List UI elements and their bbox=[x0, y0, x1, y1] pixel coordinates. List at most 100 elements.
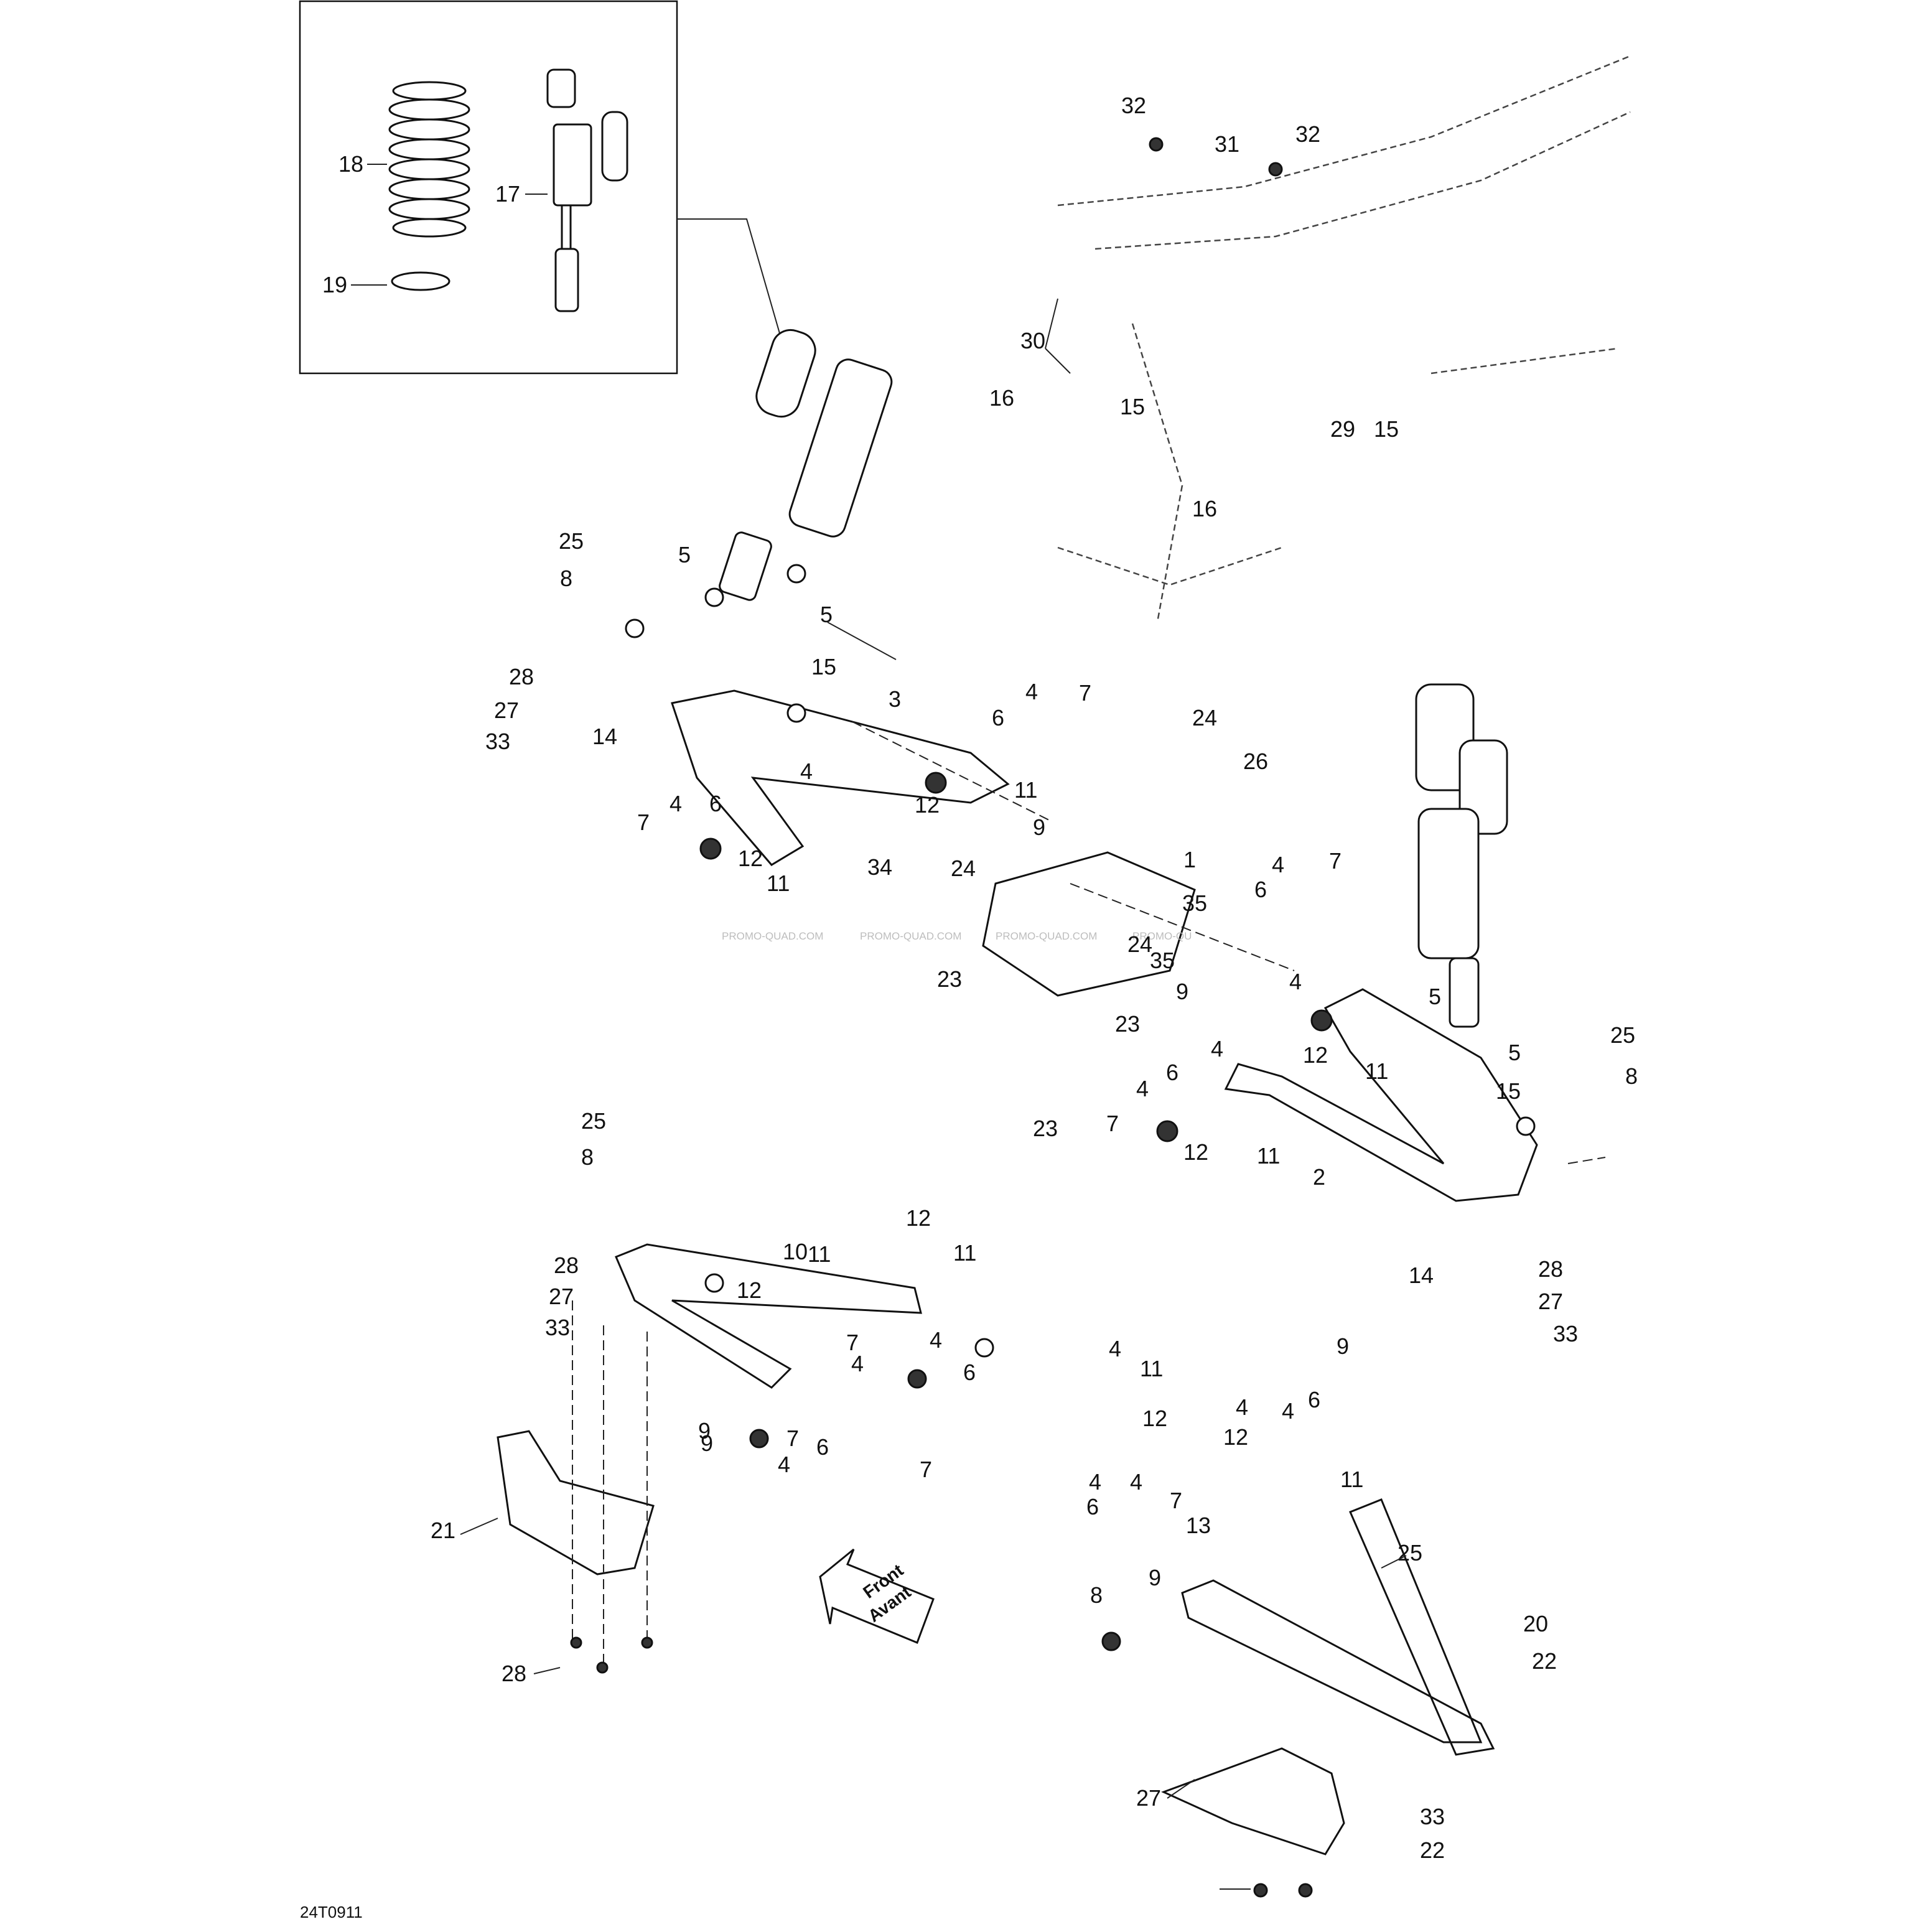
callout-label: 4 bbox=[800, 758, 813, 784]
vehicle-frame bbox=[1057, 55, 1631, 623]
callout-label: 28 bbox=[502, 1661, 526, 1686]
callout-label: 9 bbox=[698, 1418, 711, 1444]
callout-label: 9 bbox=[1149, 1565, 1161, 1590]
callout-label: 7 bbox=[846, 1330, 859, 1355]
callout-label: 29 bbox=[1330, 416, 1355, 442]
callout-label: 28 bbox=[509, 664, 534, 689]
callout-label: 4 bbox=[851, 1351, 864, 1376]
callout-label: 11 bbox=[1365, 1058, 1388, 1084]
callout-label: 12 bbox=[737, 1277, 762, 1303]
callout-label: 16 bbox=[1192, 496, 1217, 521]
callout-label: 6 bbox=[1308, 1387, 1320, 1412]
callout-label: 25 bbox=[581, 1108, 606, 1134]
callout-label: 15 bbox=[1496, 1078, 1521, 1104]
callout-label: 6 bbox=[1086, 1494, 1099, 1519]
callout-label: 6 bbox=[1254, 877, 1267, 902]
callout-label: 4 bbox=[1272, 852, 1284, 877]
spring-seat-part-19 bbox=[391, 271, 450, 291]
rear-left-a-arm-part-10 bbox=[615, 1243, 922, 1389]
callout-label: 4 bbox=[1211, 1036, 1223, 1062]
callout-label: 5 bbox=[1429, 984, 1441, 1009]
callout-label: 28 bbox=[1538, 1256, 1563, 1282]
callout-label: 27 bbox=[549, 1284, 574, 1309]
callout-label: 9 bbox=[1337, 1333, 1349, 1359]
callout-label: 7 bbox=[786, 1426, 799, 1451]
callout-label: 12 bbox=[1303, 1042, 1328, 1068]
callout-label: 7 bbox=[920, 1457, 932, 1482]
callout-label: 31 bbox=[1215, 131, 1239, 157]
callout-label: 23 bbox=[1033, 1116, 1058, 1141]
callout-labels: 18 1 7 19 32 31 32 30 16 15 29 15 16 25 8… bbox=[322, 93, 1638, 1863]
callout-label: 14 bbox=[592, 724, 617, 749]
callout-label: 19 bbox=[322, 272, 347, 297]
callout-label: 4 bbox=[1289, 969, 1302, 994]
callout-label: 6 bbox=[1166, 1060, 1178, 1085]
callout-label: 24 bbox=[1192, 705, 1217, 730]
callout-label: 35 bbox=[1150, 948, 1175, 973]
callout-label: 25 bbox=[1398, 1540, 1422, 1566]
callout-label: 32 bbox=[1295, 121, 1320, 147]
callout-label: 25 bbox=[1610, 1022, 1635, 1048]
callout-label: 24 bbox=[1127, 931, 1152, 957]
callout-label: 32 bbox=[1121, 93, 1146, 118]
callout-label: 30 bbox=[1020, 328, 1045, 353]
callout-label: 6 bbox=[963, 1360, 976, 1385]
hardware-parts bbox=[570, 137, 1536, 1898]
detail-inset-box bbox=[299, 0, 678, 375]
callout-label: 11 bbox=[953, 1240, 976, 1266]
callout-label: 4 bbox=[1025, 679, 1038, 704]
callout-label: 4 bbox=[1136, 1076, 1149, 1101]
callout-label: 15 bbox=[1120, 394, 1145, 419]
callout-label: 11 bbox=[1257, 1143, 1280, 1169]
callout-label: 22 bbox=[1532, 1648, 1557, 1674]
callout-label: 11 bbox=[1014, 777, 1037, 803]
callout-label: 35 bbox=[1182, 890, 1207, 916]
callout-label: 7 bbox=[1170, 1488, 1182, 1513]
callout-label: 14 bbox=[1409, 1262, 1434, 1288]
bracket-part-1 bbox=[982, 851, 1196, 997]
callout-label: 4 bbox=[1109, 1336, 1121, 1361]
figure-reference-code: 24T0911 bbox=[300, 1903, 363, 1921]
callout-label: 6 bbox=[816, 1434, 829, 1460]
callout-label: 27 bbox=[494, 698, 519, 723]
callout-label: 11 bbox=[1140, 1356, 1163, 1381]
callout-label: 9 bbox=[1176, 979, 1188, 1004]
callout-label: 4 bbox=[1130, 1469, 1142, 1495]
callout-label: 15 bbox=[811, 654, 836, 679]
callout-label: 10 bbox=[783, 1239, 808, 1264]
callout-label: 8 bbox=[560, 566, 572, 591]
callout-label: 12 bbox=[1183, 1139, 1208, 1165]
callout-label: 7 bbox=[1079, 680, 1091, 706]
callout-label: 1 bbox=[1183, 847, 1196, 872]
callout-label: 16 bbox=[989, 385, 1014, 411]
front-direction-arrow: Front Avant bbox=[819, 1548, 935, 1644]
callout-label: 5 bbox=[678, 542, 691, 567]
callout-label: 4 bbox=[1089, 1469, 1101, 1495]
callout-label: 33 bbox=[1553, 1321, 1578, 1346]
callout-label: 7 bbox=[1106, 1111, 1119, 1136]
callout-label: 11 bbox=[808, 1241, 831, 1267]
callout-label: 6 bbox=[992, 705, 1004, 730]
callout-label: 6 bbox=[709, 791, 722, 816]
callout-label: 22 bbox=[1420, 1837, 1445, 1863]
callout-label: 27 bbox=[1136, 1785, 1161, 1811]
watermark-1: PROMO-QUAD.COM bbox=[722, 930, 823, 942]
callout-label: 9 bbox=[1033, 814, 1045, 840]
callout-label: 13 bbox=[1186, 1513, 1211, 1538]
watermark-4: PROMO-QU bbox=[1132, 930, 1192, 942]
callout-label: 9 bbox=[701, 1430, 713, 1456]
callout-label: 11 bbox=[1340, 1467, 1363, 1492]
callout-label: 4 bbox=[1236, 1394, 1248, 1420]
callout-label: 18 bbox=[338, 151, 363, 177]
callout-label: 26 bbox=[1243, 749, 1268, 774]
callout-label: 34 bbox=[867, 854, 892, 880]
callout-label: 12 bbox=[738, 846, 763, 871]
callout-label: 21 bbox=[431, 1518, 455, 1543]
callout-label: 15 bbox=[1374, 416, 1399, 442]
lower-a-arm-part-2 bbox=[1224, 988, 1538, 1202]
callout-label: 5 bbox=[1508, 1040, 1521, 1065]
inset-leader bbox=[677, 218, 785, 349]
callout-label: 12 bbox=[906, 1205, 931, 1231]
callout-label: 8 bbox=[581, 1144, 594, 1170]
callout-label: 28 bbox=[554, 1253, 579, 1278]
